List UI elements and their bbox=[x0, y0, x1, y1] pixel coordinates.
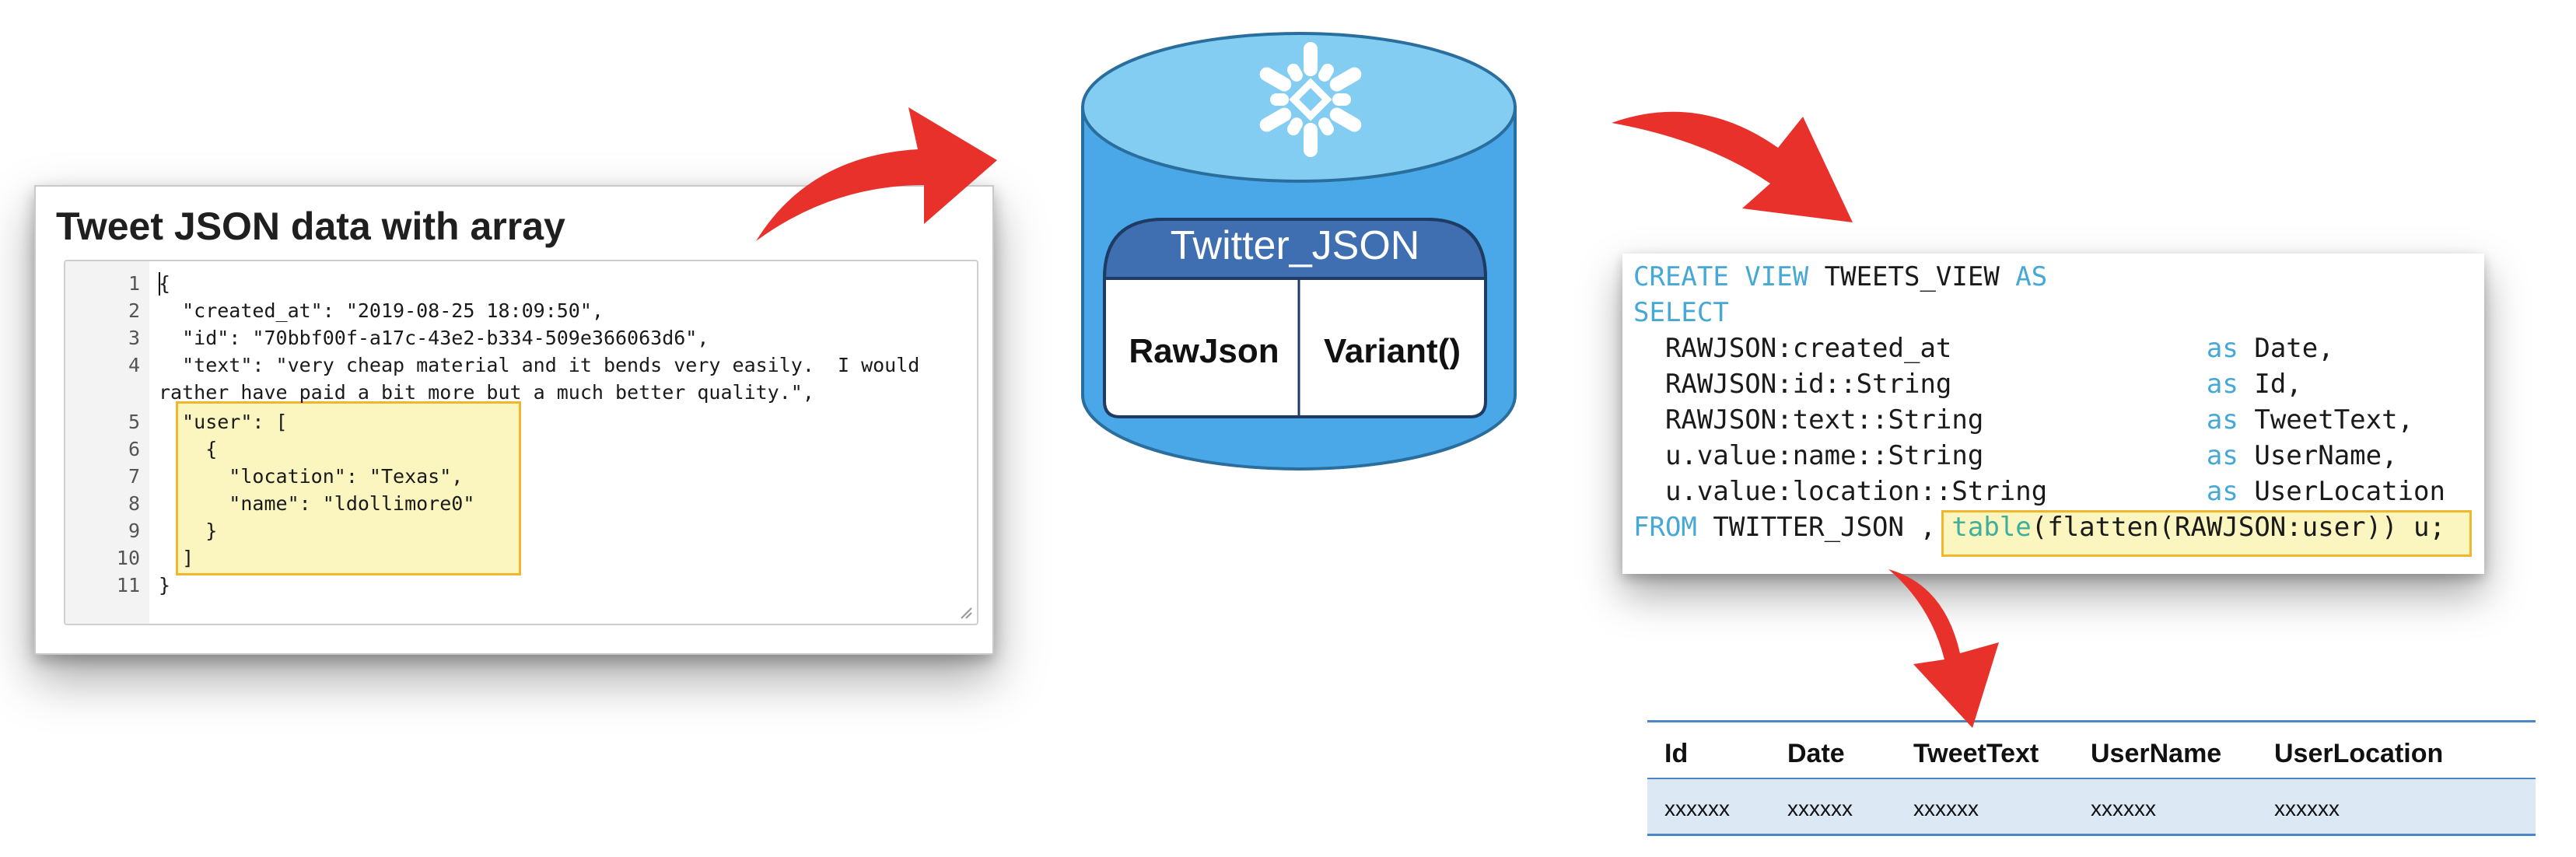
line-number: 6 bbox=[128, 438, 140, 460]
header-username: UserName bbox=[2091, 739, 2222, 768]
sql-view-panel: CREATE VIEW TWEETS_VIEW AS SELECT RAWJSO… bbox=[1622, 254, 2484, 574]
user-array-highlight bbox=[176, 401, 521, 575]
resize-grip-icon[interactable] bbox=[958, 605, 972, 619]
json-data-panel: Tweet JSON data with array 1 { 2 "create… bbox=[34, 185, 994, 655]
cell-date: xxxxxx bbox=[1787, 796, 1853, 820]
code-line: "location": "Texas", bbox=[159, 465, 464, 488]
code-line: "name": "ldollimore0" bbox=[159, 492, 475, 515]
sql-line: CREATE VIEW TWEETS_VIEW AS bbox=[1633, 261, 2048, 292]
table-row bbox=[1647, 779, 2536, 834]
line-number: 1 bbox=[128, 272, 140, 295]
arrow-sql-to-table-icon bbox=[1888, 569, 1999, 728]
column-variant: Variant() bbox=[1324, 332, 1461, 370]
sql-line: u.value:location::String as UserLocation bbox=[1633, 476, 2445, 507]
table-top-rule bbox=[1647, 720, 2536, 722]
header-date: Date bbox=[1787, 739, 1845, 768]
table-header-rule bbox=[1647, 778, 2536, 780]
code-line: rather have paid a bit more but a much b… bbox=[159, 381, 814, 404]
sql-line: u.value:name::String as UserName, bbox=[1633, 440, 2398, 471]
line-number: 11 bbox=[116, 574, 140, 596]
code-line: "user": [ bbox=[159, 411, 288, 433]
line-number: 5 bbox=[128, 411, 140, 433]
table-card-header bbox=[1102, 218, 1488, 280]
table-card: Twitter_JSON RawJson Variant() bbox=[1102, 218, 1488, 418]
code-line: { bbox=[159, 438, 218, 460]
table-bottom-rule bbox=[1647, 834, 2536, 836]
code-line: } bbox=[159, 574, 171, 596]
snowflake-database-cylinder: Twitter_JSON RawJson Variant() bbox=[1081, 32, 1517, 470]
flatten-highlight bbox=[1941, 510, 2472, 557]
code-line: "created_at": "2019-08-25 18:09:50", bbox=[159, 299, 604, 322]
header-id: Id bbox=[1664, 739, 1689, 768]
result-table: Id Date TweetText UserName UserLocation … bbox=[1647, 720, 2536, 837]
sql-from-line: FROM TWITTER_JSON , table(flatten(RAWJSO… bbox=[1633, 512, 2445, 543]
snowflake-logo-icon bbox=[1259, 42, 1362, 157]
arrow-json-to-db-icon bbox=[756, 107, 997, 241]
text-cursor bbox=[159, 272, 160, 296]
line-number: 4 bbox=[128, 354, 140, 376]
json-panel-title: Tweet JSON data with array bbox=[56, 205, 565, 248]
code-line: { bbox=[159, 272, 171, 295]
table-name: Twitter_JSON bbox=[1171, 223, 1420, 268]
column-rawjson: RawJson bbox=[1129, 332, 1279, 370]
line-number: 9 bbox=[128, 519, 140, 542]
line-number: 3 bbox=[128, 327, 140, 349]
cell-id: xxxxxx bbox=[1664, 796, 1730, 820]
line-number: 8 bbox=[128, 492, 140, 515]
line-number: 10 bbox=[116, 547, 140, 569]
line-number-gutter bbox=[65, 261, 149, 624]
cell-tweettext: xxxxxx bbox=[1913, 796, 1979, 820]
arrow-db-to-sql-icon bbox=[1612, 111, 1853, 222]
code-line: } bbox=[159, 519, 218, 542]
line-number: 2 bbox=[128, 299, 140, 322]
header-tweettext: TweetText bbox=[1913, 739, 2039, 768]
sql-line: RAWJSON:created_at as Date, bbox=[1633, 333, 2334, 364]
cell-userlocation: xxxxxx bbox=[2274, 796, 2340, 820]
json-code-editor[interactable]: 1 { 2 "created_at": "2019-08-25 18:09:50… bbox=[64, 260, 978, 625]
line-number: 7 bbox=[128, 465, 140, 488]
header-userlocation: UserLocation bbox=[2274, 739, 2444, 768]
code-line: ] bbox=[159, 547, 194, 569]
sql-line: RAWJSON:id::String as Id, bbox=[1633, 369, 2302, 400]
sql-line: SELECT bbox=[1633, 297, 1729, 328]
sql-line: RAWJSON:text::String as TweetText, bbox=[1633, 404, 2414, 435]
code-line: "text": "very cheap material and it bend… bbox=[159, 354, 920, 376]
code-line: "id": "70bbf00f-a17c-43e2-b334-509e36606… bbox=[159, 327, 709, 349]
cell-username: xxxxxx bbox=[2091, 796, 2156, 820]
